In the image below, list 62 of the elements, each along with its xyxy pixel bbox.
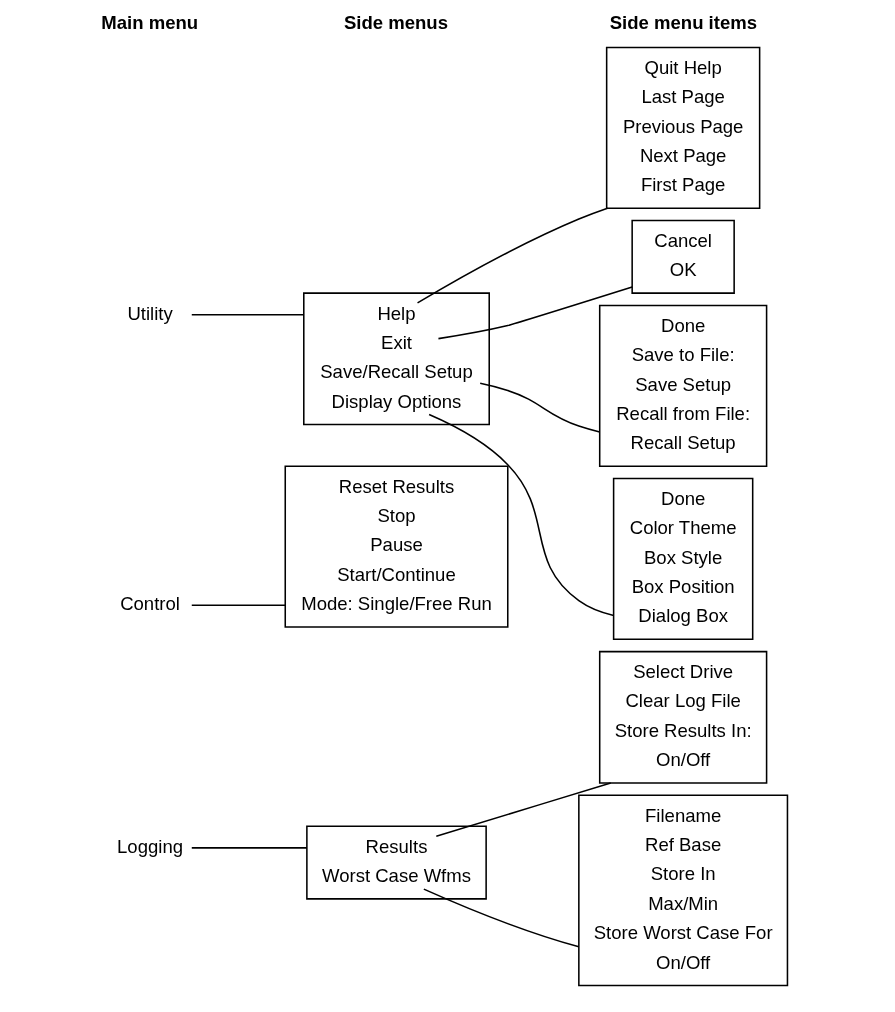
node-text: Store Worst Case For xyxy=(593,922,773,944)
connector xyxy=(437,286,633,340)
node-text: Reset Results xyxy=(338,475,455,497)
node-text: Filename xyxy=(645,804,722,826)
node-text: Save Setup xyxy=(635,373,732,395)
node-text: OK xyxy=(669,259,697,281)
node-text: Max/Min xyxy=(648,892,719,914)
node-text: Stop xyxy=(377,504,416,526)
cluster xyxy=(306,825,487,900)
node-text: Box Position xyxy=(631,576,735,598)
node-text: Quit Help xyxy=(644,56,722,78)
connector xyxy=(416,207,609,304)
cluster xyxy=(598,650,768,784)
cluster xyxy=(598,304,768,467)
node-text: Save/Recall Setup xyxy=(320,361,473,383)
label: Side menus xyxy=(343,12,448,34)
node-text: Ref Base xyxy=(645,834,722,856)
cluster xyxy=(284,465,509,628)
node-text: Logging xyxy=(117,835,184,857)
cluster xyxy=(605,46,761,209)
connector xyxy=(479,382,601,433)
node-text: Next Page xyxy=(639,144,727,166)
cluster xyxy=(612,477,754,641)
node-text: Recall Setup xyxy=(630,432,736,454)
node-text: Display Options xyxy=(331,390,462,412)
node-text: Exit xyxy=(381,331,412,353)
node-text: Help xyxy=(377,302,416,324)
connector xyxy=(423,888,580,948)
node-text: Done xyxy=(661,488,706,509)
node-text: Previous Page xyxy=(622,115,744,137)
connector xyxy=(191,314,305,316)
node-text: Start/Continue xyxy=(337,563,456,585)
node-text: Mode: Single/Free Run xyxy=(301,593,492,615)
node-text: Store Results In: xyxy=(614,719,752,741)
node-text: Box Style xyxy=(644,546,723,568)
node-text: Recall from File: xyxy=(616,403,751,425)
node-text: Done xyxy=(661,314,706,336)
node-text: Worst Case Wfms xyxy=(322,865,471,887)
node-text: Last Page xyxy=(641,86,725,108)
node-text: Save to File: xyxy=(631,344,735,366)
node-text: Control xyxy=(120,593,180,615)
cluster xyxy=(631,219,735,294)
node-text: Store In xyxy=(650,863,716,885)
node-text: Color Theme xyxy=(629,517,737,539)
label: Main menu xyxy=(101,12,199,34)
node-text: Cancel xyxy=(654,229,712,251)
node-text: Select Drive xyxy=(633,661,734,683)
node-text: First Page xyxy=(640,174,726,196)
node-text: Results xyxy=(365,835,428,857)
connector xyxy=(191,604,287,607)
cluster xyxy=(303,292,490,426)
connector xyxy=(428,413,615,617)
node-text: Clear Log File xyxy=(625,690,741,712)
node-text: Dialog Box xyxy=(638,605,728,627)
node-text: Utility xyxy=(127,302,173,324)
connector xyxy=(191,847,308,849)
node-text: Pause xyxy=(370,534,423,556)
cluster xyxy=(578,794,789,987)
connector xyxy=(435,782,612,837)
node-text: On/Off xyxy=(656,749,711,771)
node-text: On/Off xyxy=(656,951,711,973)
label: Side menu items xyxy=(609,12,758,34)
